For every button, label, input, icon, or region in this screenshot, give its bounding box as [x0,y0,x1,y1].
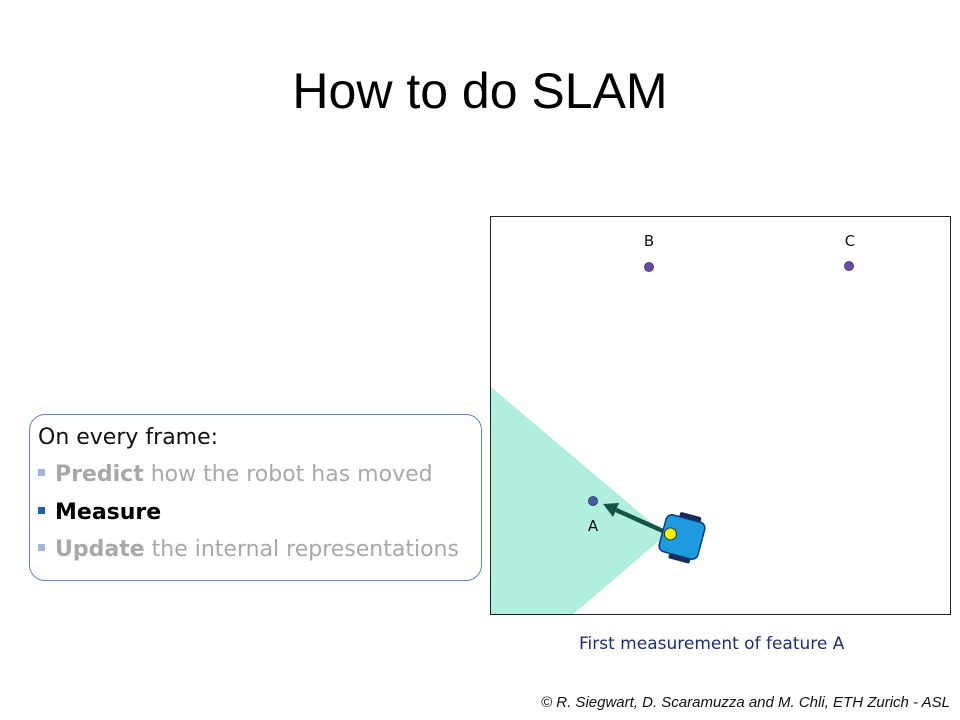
robot-icon [658,512,706,564]
step-measure-keyword: Measure [55,500,162,525]
step-predict: Predict how the robot has moved [38,462,433,487]
step-update-text: the internal representations [144,537,459,562]
sensor-cone [491,387,666,614]
figure-caption: First measurement of feature A [579,634,845,654]
bullet-square-icon [38,506,45,514]
bullet-square-icon [38,468,45,476]
measurement-arrow [615,507,664,534]
bullet-square-icon [38,543,45,551]
copyright-credit: © R. Siegwart, D. Scaramuzza and M. Chli… [541,694,950,711]
step-predict-text: how the robot has moved [143,462,433,487]
landmark-c [844,261,854,271]
label-b: B [644,232,654,250]
measurement-arrowhead [603,503,619,517]
step-update: Update the internal representations [38,537,459,562]
slide-title: How to do SLAM [292,63,668,119]
landmark-a [588,496,598,506]
steps-heading: On every frame: [38,425,219,450]
step-predict-keyword: Predict [55,462,144,487]
slam-figure: B C A [490,216,951,615]
step-update-keyword: Update [55,537,145,562]
slam-diagram: B C A [491,232,855,614]
step-measure: Measure [38,500,161,525]
label-a: A [588,517,599,535]
landmark-b [644,262,654,272]
steps-box: On every frame: Predict how the robot ha… [29,414,482,581]
label-c: C [845,232,855,250]
